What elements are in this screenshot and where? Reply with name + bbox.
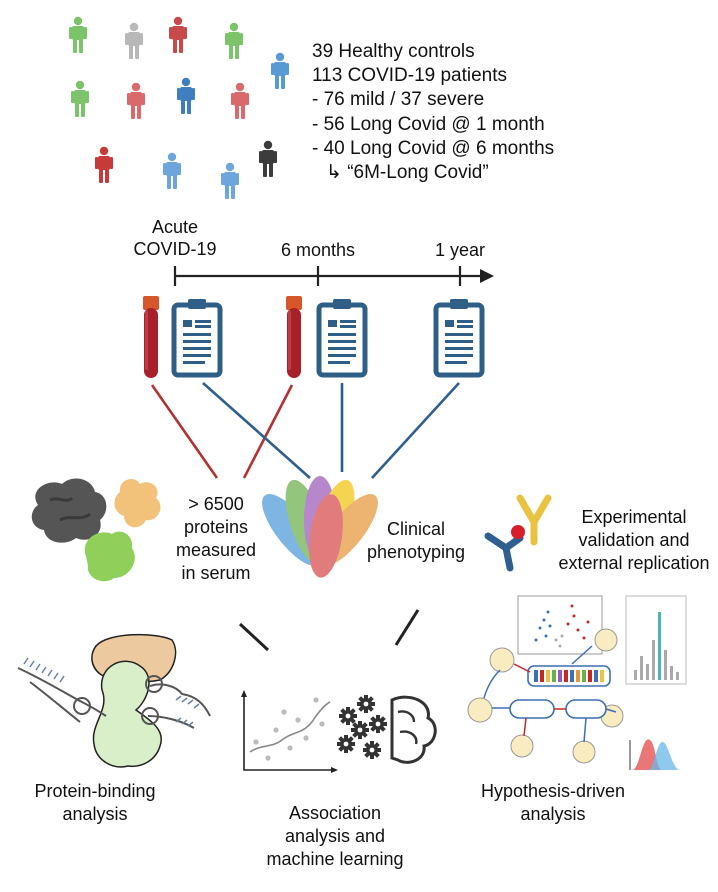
protein-binding-analysis-label: Protein-binding analysis	[34, 781, 156, 824]
proteins-measured-label: > 6500 proteins measured in serum	[175, 494, 257, 583]
cohort-line-patients: 113 COVID-19 patients	[312, 65, 508, 87]
person-icon	[169, 16, 187, 53]
hypothesis-driven-analysis-label: Hypothesis-driven analysis	[480, 781, 626, 824]
blood-tube-icon	[143, 296, 159, 378]
timeline-label-1-year: 1 year	[434, 240, 486, 260]
clinical-phenotyping-label: Clinical phenotyping	[366, 519, 466, 562]
person-icon	[95, 146, 113, 183]
person-icon	[271, 52, 289, 89]
timeline-arrowhead	[480, 269, 494, 283]
red-connector	[150, 384, 219, 479]
gene-bars-icon	[534, 670, 604, 682]
person-icon	[69, 16, 87, 53]
clipboard-icon	[174, 299, 220, 375]
person-icon	[177, 77, 195, 114]
cohort-line-healthy: 39 Healthy controls	[312, 41, 475, 62]
blue-connector	[202, 382, 311, 479]
timeline-label-acute: Acute COVID-19	[133, 217, 217, 259]
blue-connector	[371, 382, 460, 479]
antibody-icon	[484, 494, 552, 572]
person-icon	[221, 162, 239, 199]
hypothesis-network-illustration	[467, 595, 687, 770]
association-analysis-label: Association analysis and machine learnin…	[266, 803, 404, 869]
red-connector	[242, 384, 294, 479]
cohort-summary: 39 Healthy controls 113 COVID-19 patient…	[312, 40, 554, 185]
histogram-icon	[634, 612, 679, 680]
person-icon	[127, 82, 145, 119]
experimental-validation-label: Experimental validation and external rep…	[558, 507, 710, 573]
convergence-line	[238, 622, 270, 652]
clipboard-icon	[319, 299, 365, 375]
cohort-line-6-months: - 40 Long Covid @ 6 months	[312, 137, 555, 159]
person-icon	[71, 80, 89, 117]
clipboard-icon	[436, 299, 482, 375]
person-icon	[225, 22, 243, 59]
association-scatter-illustration	[241, 690, 338, 773]
sample-connectors	[150, 382, 460, 479]
person-icon	[259, 140, 277, 177]
machine-learning-brain-icon	[337, 695, 437, 764]
cohort-line-1-month: - 56 Long Covid @ 1 month	[312, 113, 545, 135]
clinical-phenotyping-venn-icon	[262, 476, 378, 578]
protein-binding-illustration	[17, 633, 211, 768]
timeline	[173, 266, 494, 286]
person-icon	[125, 22, 143, 59]
cohort-line-severity: - 76 mild / 37 severe	[312, 89, 485, 111]
timeline-label-6-months: 6 months	[280, 240, 356, 260]
protein-structures-icon	[31, 478, 161, 582]
person-icon	[163, 152, 181, 189]
person-icon	[231, 82, 249, 119]
patient-cohort-icons	[69, 16, 289, 199]
volcano-plot-icon	[534, 604, 590, 648]
cohort-line-6m-label: ↳ “6M-Long Covid”	[326, 162, 489, 184]
convergence-line	[394, 609, 420, 646]
blood-tube-icon	[286, 296, 302, 378]
